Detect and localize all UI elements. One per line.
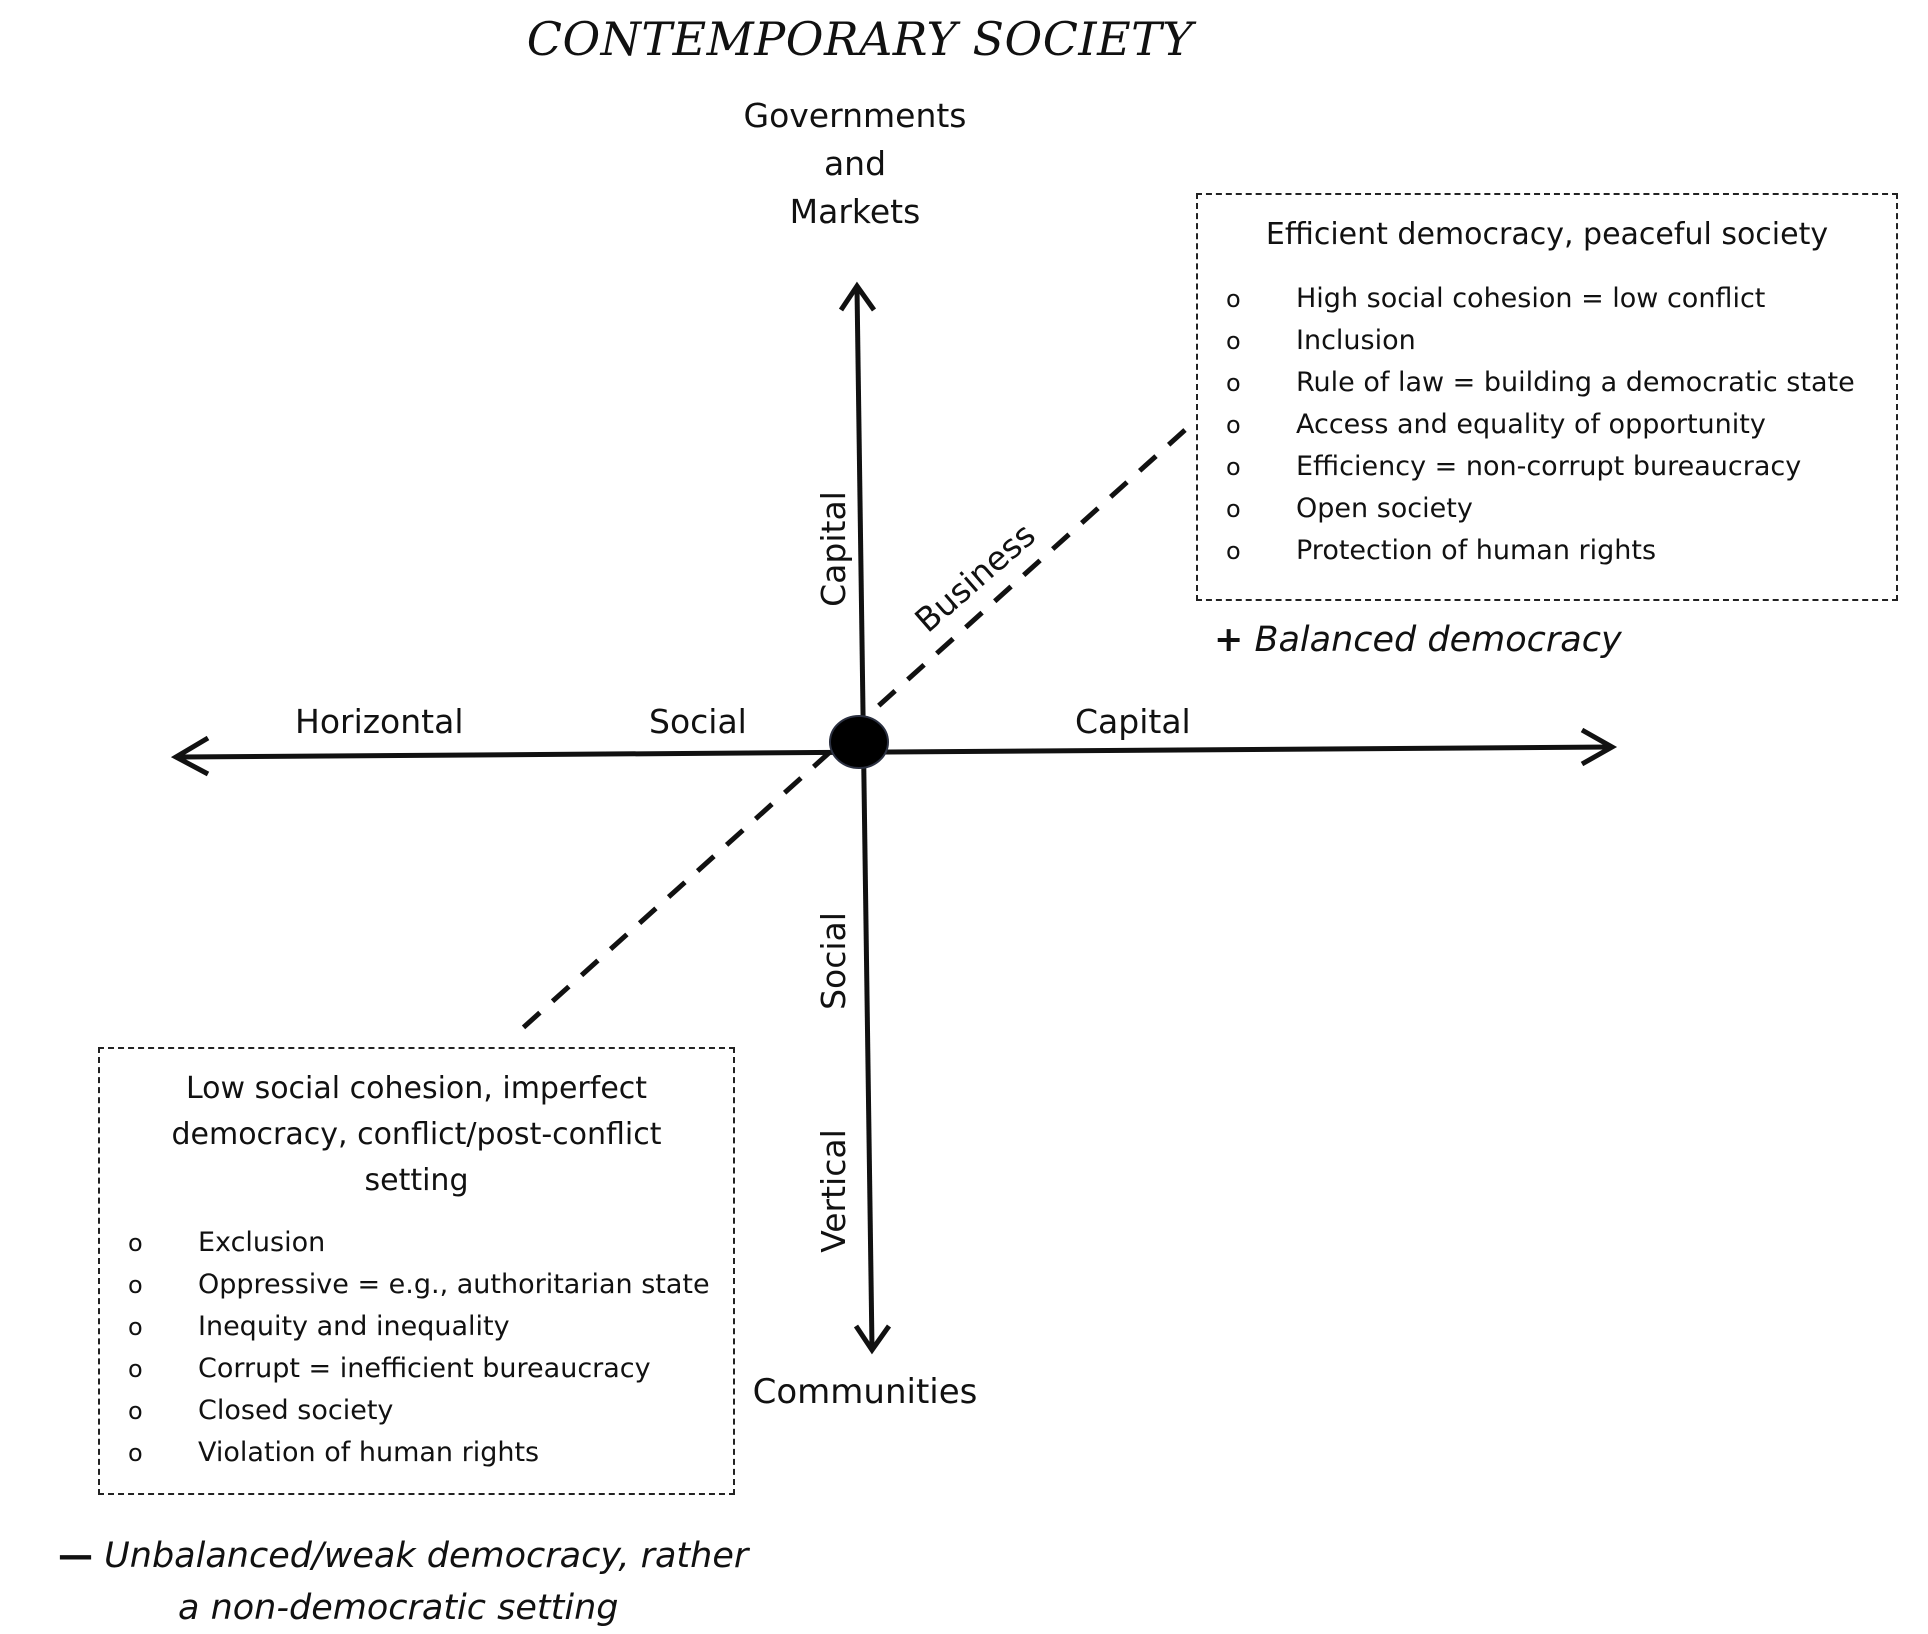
bullet-icon: o — [128, 1439, 143, 1467]
axis-label-horizontal: Horizontal — [295, 702, 464, 741]
bullet-icon: o — [1226, 369, 1241, 397]
bullet-icon: o — [128, 1229, 143, 1257]
diagonal-dashed-lower — [513, 750, 832, 1037]
axis-label-social-left: Social — [649, 702, 747, 741]
top-label-line3: Markets — [789, 192, 921, 231]
vertical-axis — [854, 287, 875, 1349]
negative-box-title-line2: democracy, conflict/post-conflict — [171, 1117, 662, 1152]
negative-box-title-line3: setting — [364, 1163, 469, 1198]
plus-icon: + — [1214, 620, 1244, 660]
legend-negative: — Unbalanced/weak democracy, rather a no… — [58, 1530, 748, 1634]
legend-positive: + Balanced democracy — [1214, 620, 1622, 660]
positive-box-title: Efficient democracy, peaceful society — [1265, 217, 1829, 252]
bullet-icon: o — [1226, 453, 1241, 481]
up-arrow-head — [838, 281, 877, 312]
bottom-axis-label: Communities — [752, 1372, 978, 1412]
down-arrow-head — [853, 1324, 892, 1355]
legend-negative-line2: a non-democratic setting — [178, 1588, 619, 1628]
horizontal-axis — [179, 744, 1611, 760]
bullet-icon: o — [1226, 411, 1241, 439]
bullet-icon: o — [1226, 285, 1241, 313]
bullet-icon: o — [1226, 327, 1241, 355]
minus-icon: — — [58, 1536, 93, 1576]
bullet-icon: o — [128, 1271, 143, 1299]
negative-outcome-box: Low social cohesion, imperfect democracy… — [98, 1047, 735, 1495]
center-node — [829, 715, 889, 769]
bullet-icon: o — [1226, 495, 1241, 523]
diagram-title: CONTEMPORARY SOCIETY — [526, 12, 1194, 66]
top-label-line1: Governments — [743, 96, 967, 135]
diagonal-dashed-upper — [863, 428, 1187, 720]
right-arrow-head — [1580, 727, 1618, 767]
axis-label-social-vertical: Social — [814, 912, 853, 1010]
axis-label-vertical: Vertical — [814, 1129, 853, 1253]
top-label-line2: and — [823, 144, 887, 183]
negative-box-title-line1: Low social cohesion, imperfect — [185, 1071, 648, 1106]
legend-negative-line1: Unbalanced/weak democracy, rather — [104, 1536, 749, 1576]
bullet-icon: o — [128, 1355, 143, 1383]
bullet-icon: o — [128, 1397, 143, 1425]
left-arrow-head — [170, 735, 210, 777]
bullet-icon: o — [1226, 537, 1241, 565]
axis-label-capital-right: Capital — [1075, 702, 1191, 741]
legend-positive-text: Balanced democracy — [1254, 620, 1622, 660]
bullet-icon: o — [128, 1313, 143, 1341]
top-axis-label: Governments and Markets — [720, 92, 990, 236]
axis-label-capital-vertical: Capital — [814, 491, 853, 607]
